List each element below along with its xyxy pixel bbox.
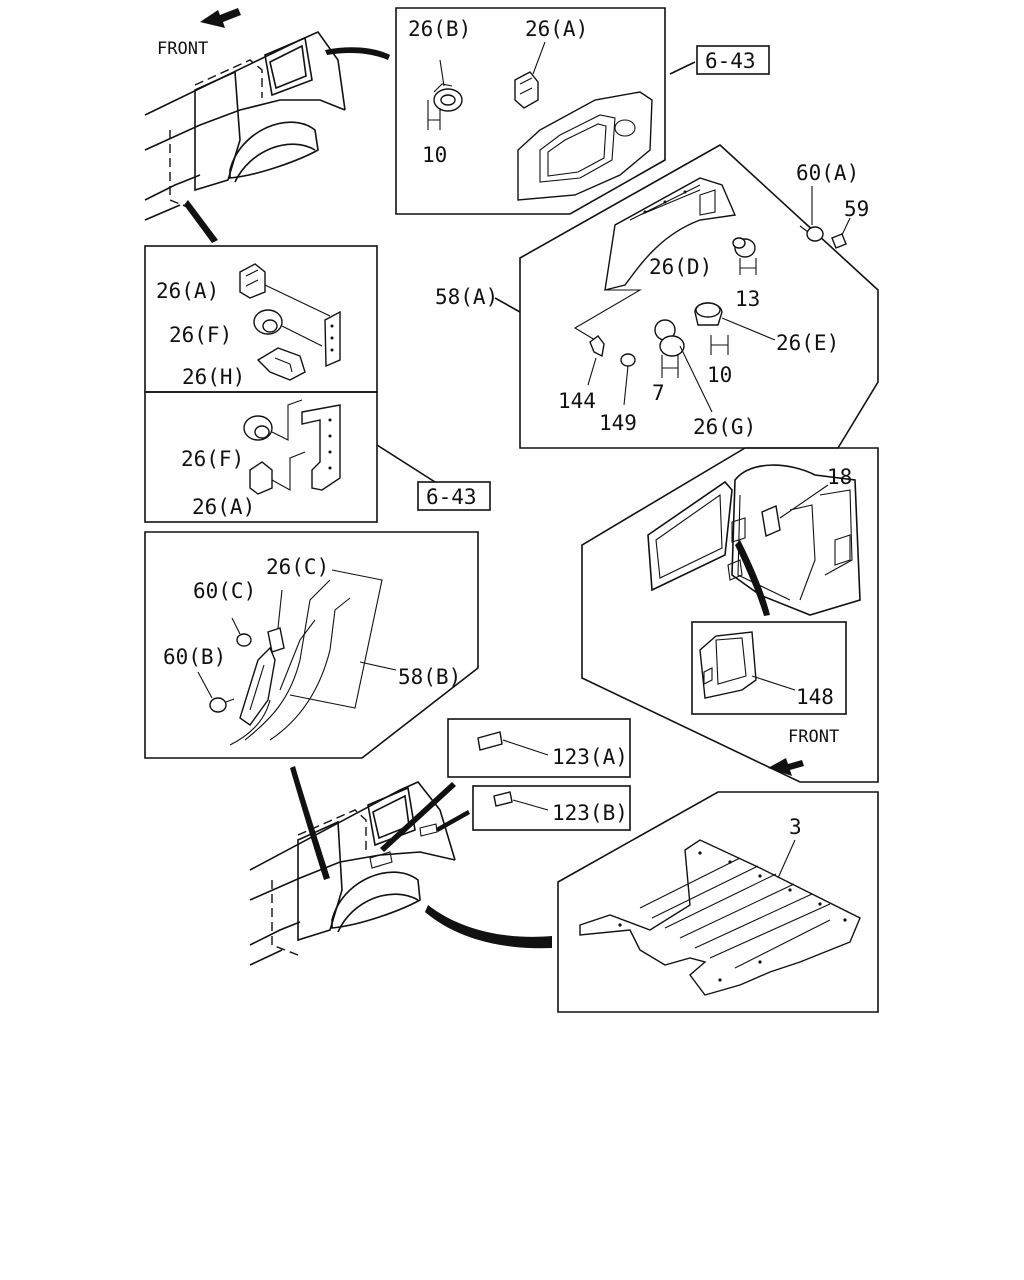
screw-60a-icon	[799, 186, 824, 242]
clip-26c-icon	[267, 569, 383, 709]
pillar-trim-1-icon	[324, 310, 341, 368]
callout-26g: 26(G)	[693, 415, 756, 439]
callout-60b: 60(B)	[163, 645, 226, 669]
callout-58a: 58(A)	[435, 285, 498, 309]
clip-26a-left-2-icon	[249, 451, 306, 495]
clip-26a-icon	[514, 41, 546, 109]
clip-26g-icon	[654, 319, 713, 413]
inset-floor-mat	[557, 791, 879, 1013]
inset-top-clips	[395, 7, 696, 215]
floor-mat-3-icon	[579, 839, 861, 996]
callout-149: 149	[599, 411, 637, 435]
inset-rear-quarter	[581, 447, 879, 783]
callout-26f-left-2: 26(F)	[181, 447, 244, 471]
front-label-top: FRONT	[157, 39, 208, 59]
callout-58b: 58(B)	[398, 665, 461, 689]
callout-26e: 26(E)	[776, 331, 839, 355]
callout-10-mid: 10	[707, 363, 732, 387]
screw-149-icon	[620, 353, 636, 406]
pillar-trim-2-icon	[301, 404, 341, 491]
pad-123a-icon	[477, 731, 503, 751]
clip-26f-left-1-icon	[253, 309, 323, 347]
clip-26f-left-2-icon	[243, 399, 303, 441]
callout-26a-left-2: 26(A)	[192, 495, 255, 519]
inset-58b-trim	[144, 531, 479, 759]
ref-box-643-mid	[417, 481, 491, 511]
screw-60b-icon	[197, 671, 235, 713]
inset-58a-trim	[494, 144, 879, 449]
ref-643-top: 6-43	[705, 49, 756, 73]
callout-10-top: 10	[422, 143, 447, 167]
ref-box-643-top	[696, 45, 770, 75]
quarter-trim-58b-icon	[239, 646, 276, 726]
pad-123b-icon	[493, 791, 513, 807]
callout-148: 148	[796, 685, 834, 709]
vehicle-body-bottom-left	[249, 766, 552, 966]
front-arrow-right-icon	[768, 758, 804, 776]
callout-26c: 26(C)	[266, 555, 329, 579]
callout-26a-top: 26(A)	[525, 17, 588, 41]
clip-26b-icon	[427, 59, 463, 130]
clip-18-icon	[761, 484, 829, 537]
callout-26f-left-1: 26(F)	[169, 323, 232, 347]
callout-26h: 26(H)	[182, 365, 245, 389]
callout-26a-left-1: 26(A)	[156, 279, 219, 303]
clip-26d-icon	[732, 237, 757, 275]
clip-144-icon	[587, 335, 605, 386]
front-arrow-top-icon	[200, 8, 241, 28]
pocket-148-icon	[699, 631, 796, 699]
callout-123a: 123(A)	[552, 745, 628, 769]
inset-123	[447, 718, 631, 831]
callout-26b-top: 26(B)	[408, 17, 471, 41]
trim-panel-icon	[517, 91, 653, 201]
screw-60c-icon	[231, 617, 252, 647]
callout-26d: 26(D)	[649, 255, 712, 279]
callout-7: 7	[652, 381, 665, 405]
callout-13: 13	[735, 287, 760, 311]
callout-60a: 60(A)	[796, 161, 859, 185]
ref-643-mid: 6-43	[426, 485, 477, 509]
clip-26a-left-1-icon	[239, 263, 331, 317]
clip-59-icon	[831, 217, 851, 249]
inset-left-clips	[144, 245, 436, 523]
vehicle-body-top-left	[144, 8, 390, 243]
callout-123b: 123(B)	[552, 801, 628, 825]
callout-60c: 60(C)	[193, 579, 256, 603]
callout-3: 3	[789, 815, 802, 839]
front-label-right: FRONT	[788, 727, 839, 747]
callout-144: 144	[558, 389, 596, 413]
wheelhouse-trim-icon	[573, 177, 737, 341]
clip-26h-icon	[256, 347, 306, 381]
callout-59: 59	[844, 197, 869, 221]
clip-26e-icon	[694, 302, 776, 355]
callout-18: 18	[827, 465, 852, 489]
